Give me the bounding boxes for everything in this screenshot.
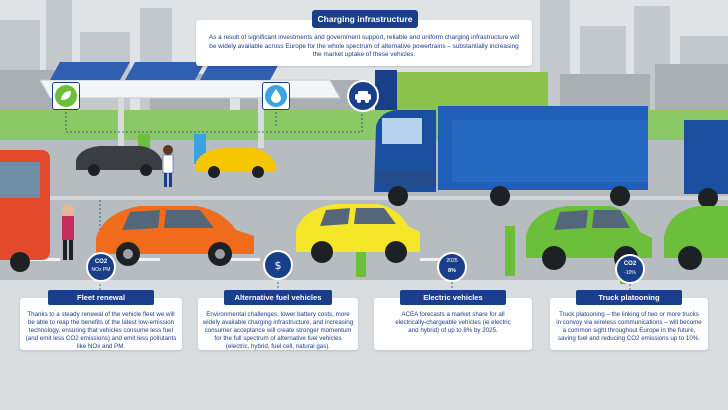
dark-car (76, 146, 162, 176)
yellow-car-small (196, 148, 276, 178)
alternative-fuel-text: Environmental challenges, lower battery … (202, 311, 354, 350)
green-car-2 (664, 206, 728, 270)
water-drop-icon (262, 82, 290, 110)
truck-platooning-title: Truck platooning (576, 290, 682, 305)
truck (374, 106, 728, 208)
electric-vehicles-card (374, 298, 532, 350)
ev-share-label: 8% (448, 268, 456, 274)
electric-car-icon (347, 80, 379, 112)
ev-year-label: 2025 (446, 258, 458, 264)
yellow-car-large (296, 204, 420, 263)
truck-co2-label: CO2 (623, 261, 637, 267)
bus (0, 150, 50, 272)
electric-vehicles-text: ACEA forecasts a market share for all el… (395, 311, 511, 334)
alternative-fuel-title: Alternative fuel vehicles (224, 290, 332, 305)
alternative-fuel-card (198, 298, 358, 350)
orange-car (96, 206, 254, 266)
co2-badge-icon: CO2 NOx PM (86, 252, 116, 282)
charging-infrastructure-title: Charging infrastructure (312, 10, 418, 28)
truck-platooning-card (550, 298, 708, 350)
charging-infrastructure-text: As a result of significant investments a… (208, 34, 520, 59)
svg-text:$: $ (275, 259, 282, 272)
truck-co2-icon: CO2 -10% (615, 254, 645, 284)
fuel-types-icon: $ (263, 250, 293, 280)
fleet-co2-label: CO2 (94, 259, 108, 265)
truck-platooning-text: Truck platooning – the linking of two or… (556, 311, 702, 342)
people (62, 145, 174, 260)
electric-vehicles-title: Electric vehicles (400, 290, 506, 305)
fleet-nox-label: NOx PM (91, 267, 111, 273)
fleet-renewal-title: Fleet renewal (48, 290, 154, 305)
leaf-icon (52, 82, 80, 110)
fleet-renewal-card (20, 298, 182, 350)
truck-share-label: -10% (624, 270, 636, 276)
ev-share-icon: 2025 8% (437, 252, 467, 282)
fleet-renewal-text: Thanks to a steady renewal of the vehicl… (25, 311, 177, 350)
green-wall (388, 72, 548, 112)
